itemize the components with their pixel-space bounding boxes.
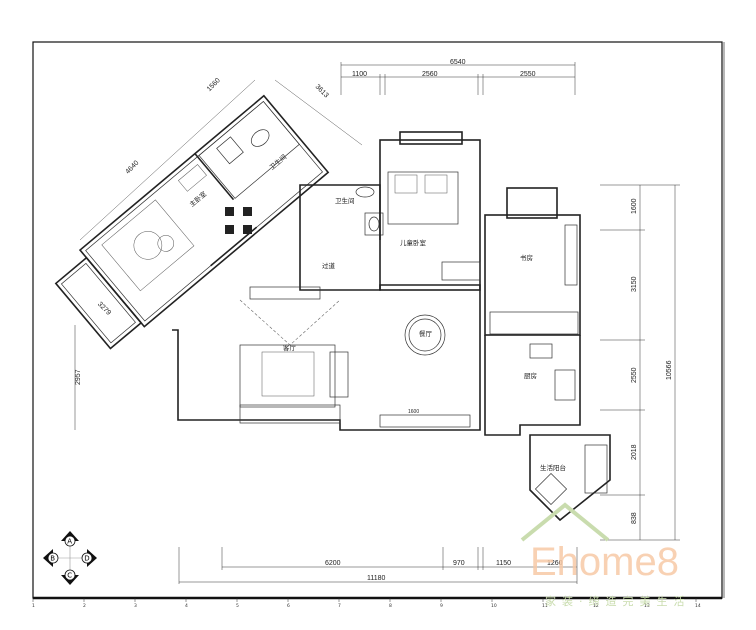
ruler-label: 13 <box>644 603 650 609</box>
dim-top-2: 2560 <box>422 71 438 78</box>
dim-bottom-1: 6200 <box>325 560 341 567</box>
ruler-label: 1 <box>32 603 35 609</box>
living-dining <box>172 240 481 431</box>
dim-top-1: 1100 <box>352 71 367 78</box>
kids-room <box>379 131 481 291</box>
dim-left-1: 2957 <box>75 369 82 385</box>
compass-a: A <box>67 538 72 546</box>
dim-right-total: 10566 <box>666 360 673 380</box>
kitchen-label: 厨房 <box>524 371 537 380</box>
kitchen <box>484 335 581 436</box>
study <box>484 187 581 336</box>
bottom-dimensions <box>178 547 578 584</box>
cabinet-dimension: 1600 <box>408 409 419 415</box>
dim-diag-2: 3613 <box>314 84 330 100</box>
ruler-label: 8 <box>389 603 392 609</box>
drawing-frame <box>32 41 725 600</box>
right-dimensions <box>600 184 680 541</box>
compass-d: D <box>84 555 89 563</box>
ruler-label: 2 <box>83 603 86 609</box>
study-label: 书房 <box>520 253 533 262</box>
master-bedroom-label: 主卧室 <box>187 189 208 209</box>
ruler-label: 4 <box>185 603 188 609</box>
svg-text:家装·缔造完美生活: 家装·缔造完美生活 <box>545 594 691 608</box>
dim-diag-4: 3279 <box>96 301 112 317</box>
dim-right-3: 2550 <box>631 367 638 383</box>
master-bedroom-wing <box>54 94 330 350</box>
dim-bottom-total: 11180 <box>367 575 386 582</box>
top-dimensions <box>340 62 576 95</box>
dim-top-3: 2550 <box>520 71 536 78</box>
ruler-label: 11 <box>542 603 548 609</box>
bathroom-label: 卫生间 <box>335 196 355 205</box>
dim-bottom-2: 970 <box>453 560 465 567</box>
ruler-label: 7 <box>338 603 341 609</box>
bathroom <box>299 184 384 240</box>
ruler-label: 5 <box>236 603 239 609</box>
dim-right-2: 3150 <box>631 276 638 292</box>
compass-b: B <box>50 555 55 563</box>
compass-c: C <box>67 572 72 580</box>
dim-right-5: 838 <box>631 512 638 524</box>
dim-bottom-3: 1150 <box>496 560 511 567</box>
watermark-logo: Ehome8 家装·缔造完美生活 <box>520 502 691 608</box>
ruler-label: 6 <box>287 603 290 609</box>
dim-right-4: 2018 <box>631 444 638 460</box>
service-balcony <box>529 434 611 522</box>
compass-icon: A C B D <box>43 531 97 585</box>
ensuite-bath-label: 卫生间 <box>267 152 288 171</box>
dim-diag-1: 1560 <box>206 77 222 93</box>
service-balcony-label: 生活阳台 <box>540 463 566 472</box>
ruler-label: 14 <box>695 603 701 609</box>
svg-text:Ehome8: Ehome8 <box>530 540 679 584</box>
ruler-label: 3 <box>134 603 137 609</box>
dining-room-label: 餐厅 <box>419 329 433 338</box>
dim-bottom-4: 1260 <box>547 560 563 567</box>
ruler-label: 12 <box>593 603 599 609</box>
dim-diag-3: 4640 <box>125 160 141 176</box>
dim-right-1: 1600 <box>631 198 638 214</box>
corridor-label: 过道 <box>322 261 336 270</box>
kids-room-label: 儿童卧室 <box>400 238 427 247</box>
dim-top-total: 6540 <box>450 59 466 66</box>
ceiling-lights <box>225 207 252 234</box>
living-room-label: 客厅 <box>283 343 297 352</box>
ruler-label: 9 <box>440 603 443 609</box>
ruler-label: 10 <box>491 603 497 609</box>
